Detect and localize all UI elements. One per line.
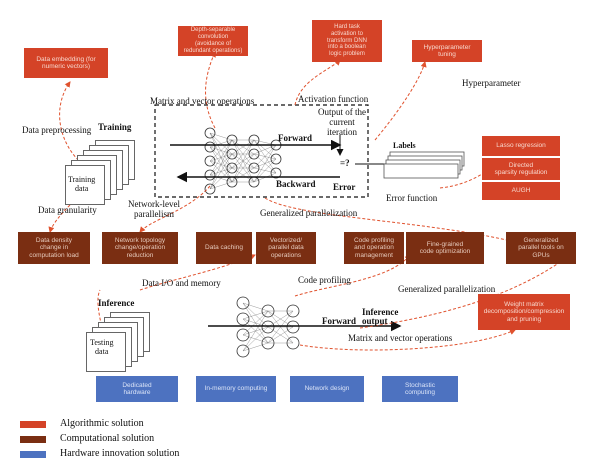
matrix-vector-ops-bottom-label: Matrix and vector operations [348,333,453,343]
legend-swatch-algorithmic [20,421,46,428]
training-network-edges [209,132,277,190]
network-topology-box: Network topology change/operation reduct… [102,232,178,264]
legend-label-computational: Computational solution [60,433,155,444]
data-io-memory-label: Data I/O and memory [142,278,221,288]
labels-stack [383,151,465,179]
error-function-label: Error function [386,193,438,203]
dedicated-hardware-box: Dedicated hardware [96,376,178,402]
hyperparameter-label: Hyperparameter [462,78,521,88]
eq-question-label: =? [340,158,350,168]
inference-network-edges [242,302,294,352]
code-profiling-box: Code profiling and operation management [344,232,404,264]
lasso-regression-box: Lasso regression [482,136,560,156]
data-preprocessing-label: Data preprocessing [22,125,92,135]
hyperparameter-tuning-box: Hyperparameter tuning [412,40,482,62]
matrix-vector-ops-top-label: Matrix and vector operations [150,96,255,106]
code-profiling-label: Code profiling [298,275,351,285]
legend-label-hardware: Hardware innovation solution [60,448,180,459]
data-embedding-box: Data embedding (for numeric vectors) [24,48,108,78]
augh-box: AUGH [482,182,560,200]
training-data-label: Training data [68,175,96,193]
inference-output-label: Inference output [362,307,399,327]
depth-separable-box: Depth-separable convolution (avoidance o… [178,26,248,56]
training-dashed-frame [154,104,369,198]
legend-label-algorithmic: Algorithmic solution [60,418,144,429]
data-granularity-label: Data granularity [38,205,97,215]
generalized-parallel-tools-box: Generalized parallel tools on GPUs [506,232,576,264]
labels-title: Labels [393,141,416,150]
hard-task-box: Hard task activation to transform DNN in… [312,20,382,62]
output-current-iteration-label: Output of the current iteration [318,107,366,137]
data-density-box: Data density change in computation load [18,232,90,264]
directed-sparsity-box: Directed sparsity regulation [482,158,560,180]
network-level-parallelism-label: Network-level parallelism [128,199,180,219]
weight-matrix-box: Weight matrix decomposition/compression … [478,294,570,330]
activation-function-label: Activation function [298,94,369,104]
data-caching-box: Data caching [196,232,252,264]
fine-grained-box: Fine-grained code optimization [406,232,484,264]
training-label: Training [98,122,132,132]
backward-label: Backward [276,179,316,189]
legend-swatch-computational [20,436,46,443]
in-memory-computing-box: In-memory computing [196,376,276,402]
generalized-parallelization-bottom-label: Generalized parallelization [398,284,496,294]
legend-swatch-hardware [20,451,46,458]
vectorized-parallel-box: Vectorized/ parallel data operations [256,232,316,264]
forward-top-label: Forward [278,133,312,143]
generalized-parallelization-top-label: Generalized parallelization [260,208,358,218]
network-design-box: Network design [290,376,364,402]
error-label: Error [333,182,356,192]
stochastic-computing-box: Stochastic computing [382,376,458,402]
inference-label: Inference [98,298,135,308]
inference-forward-label: Forward [322,316,356,326]
testing-data-label: Testing data [90,338,114,356]
